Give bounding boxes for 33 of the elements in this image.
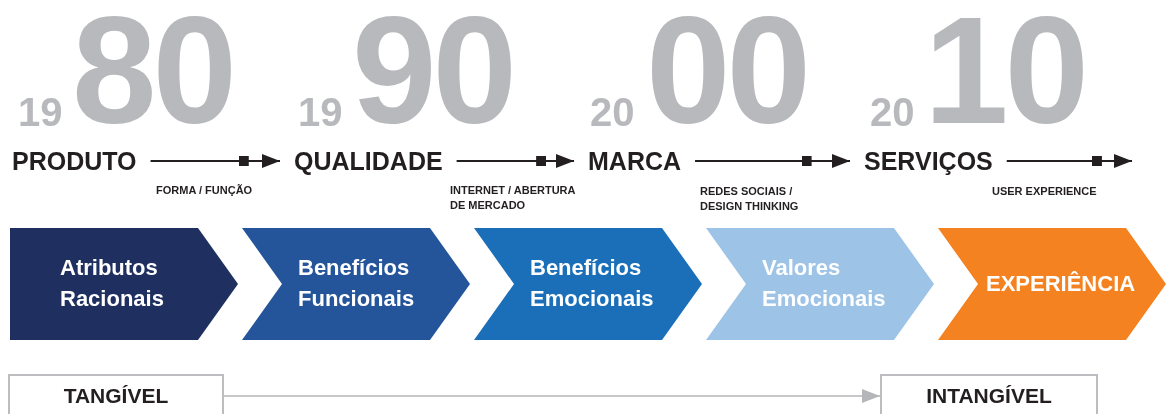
edge-label: REDES SOCIAIS / DESIGN THINKING <box>700 184 800 214</box>
stage-label: EXPERIÊNCIA <box>986 270 1137 298</box>
stage-banner <box>242 228 470 340</box>
arrow <box>1005 154 1133 168</box>
milestone-label: QUALIDADE <box>294 146 443 176</box>
arrow <box>694 154 851 168</box>
stage-label: Valores Emocionais <box>762 254 887 313</box>
edge-label: INTERNET / ABERTURA DE MERCADO <box>450 183 577 213</box>
arrow <box>223 389 881 403</box>
arrow <box>455 154 575 168</box>
milestone-label: MARCA <box>588 146 682 176</box>
edge-label: FORMA / FUNÇÃO <box>156 183 254 198</box>
stage-label: Benefícios Emocionais <box>530 254 655 313</box>
year-prefix: 19 <box>298 92 343 132</box>
year-digits: 80 <box>72 0 234 140</box>
year-digits: 00 <box>646 0 808 140</box>
category-box: TANGÍVEL <box>8 374 224 414</box>
year-digits: 10 <box>924 0 1086 140</box>
year-digits: 90 <box>352 0 514 140</box>
year-prefix: 20 <box>590 92 635 132</box>
year-prefix: 19 <box>18 92 63 132</box>
milestone-label: PRODUTO <box>12 146 137 176</box>
arrow <box>149 154 281 168</box>
year-prefix: 20 <box>870 92 915 132</box>
stage-label: Benefícios Funcionais <box>298 254 416 313</box>
stage-label: Atributos Racionais <box>60 254 165 313</box>
edge-label: USER EXPERIENCE <box>992 184 1098 199</box>
stage-banner <box>474 228 702 340</box>
category-box: INTANGÍVEL <box>880 374 1098 414</box>
stage-banner <box>706 228 934 340</box>
stage-banner <box>10 228 238 340</box>
milestone-label: SERVIÇOS <box>864 146 993 176</box>
stage-banner <box>938 228 1166 340</box>
